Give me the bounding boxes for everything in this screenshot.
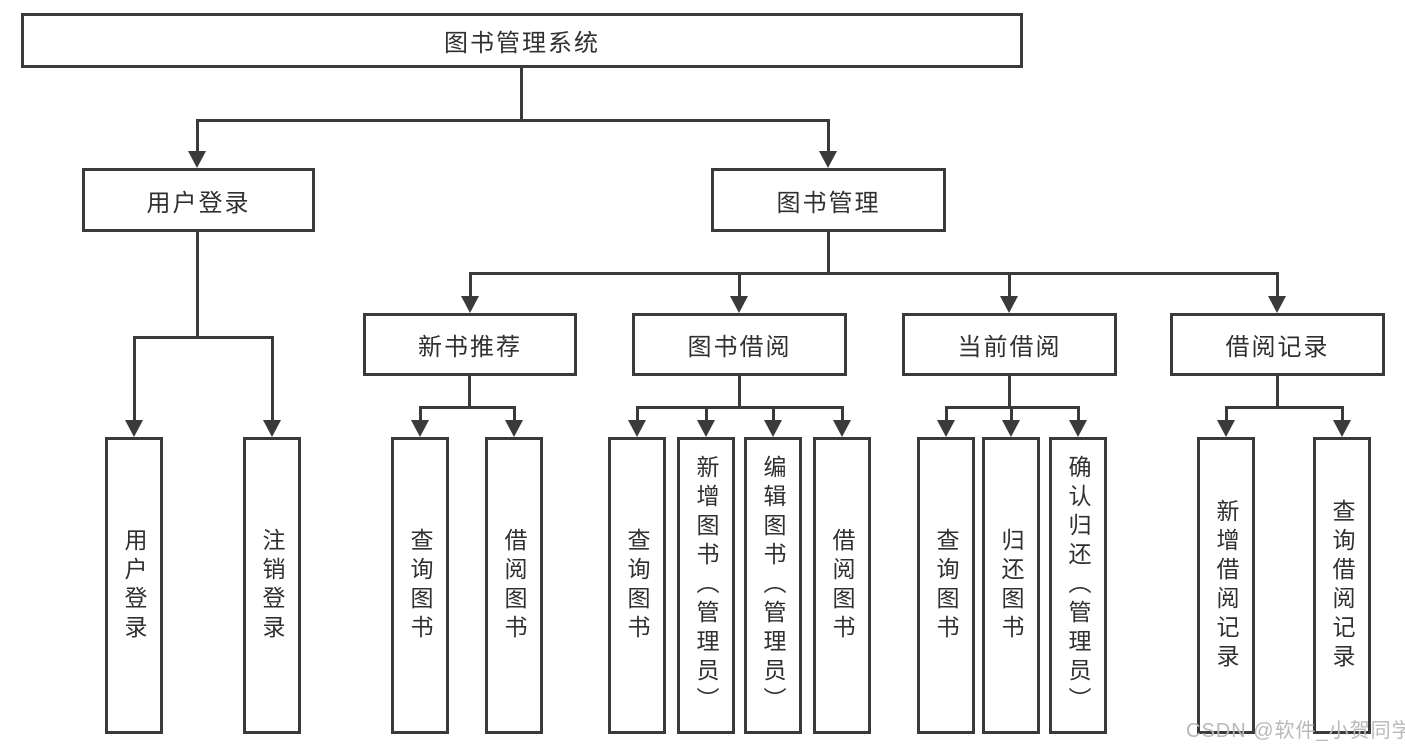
arrowhead-borrow-records [1268, 296, 1286, 313]
leaf-cur-return-books-label: 归还图书 [998, 527, 1024, 644]
node-new-book-recommend: 新书推荐 [363, 313, 577, 376]
node-borrow-records-label: 借阅记录 [1225, 334, 1330, 361]
connector-root-stem [520, 68, 523, 121]
connector-user-stem [196, 232, 199, 339]
arrowhead-leaf-logout [263, 420, 281, 437]
node-book-management-label: 图书管理 [776, 189, 881, 217]
node-user-login: 用户登录 [82, 168, 315, 232]
leaf-bor-add-books-admin: 新增图书（管理员） [677, 437, 735, 734]
leaf-add-borrow-record: 新增借阅记录 [1197, 437, 1255, 734]
connector-drop-current-borrow [1008, 272, 1011, 298]
node-root: 图书管理系统 [21, 13, 1023, 68]
leaf-query-borrow-record-label: 查询借阅记录 [1329, 498, 1355, 673]
leaf-cur-return-books: 归还图书 [982, 437, 1040, 734]
leaf-bor-borrow-books: 借阅图书 [813, 437, 871, 734]
node-current-borrow-label: 当前借阅 [957, 334, 1062, 361]
connector-current-stem [1008, 376, 1011, 409]
connector-drop-rec-borrow [513, 406, 516, 421]
connector-drop-book-management [827, 119, 830, 152]
leaf-rec-borrow-books-label: 借阅图书 [501, 527, 527, 644]
connector-drop-cur-query [945, 406, 948, 421]
arrowhead-book-management [819, 151, 837, 168]
leaf-bor-edit-books-admin-label: 编辑图书（管理员） [760, 455, 786, 716]
node-book-management: 图书管理 [711, 168, 946, 232]
connector-drop-rec-query [419, 406, 422, 421]
leaf-bor-borrow-books-label: 借阅图书 [829, 527, 855, 644]
connector-drop-leaf-user-login [133, 336, 136, 421]
connector-drop-cur-confirm [1077, 406, 1080, 421]
connector-drop-record-query [1341, 406, 1344, 421]
arrowhead-cur-confirm [1069, 420, 1087, 437]
connector-drop-bor-query [636, 406, 639, 421]
connector-records-stem [1276, 376, 1279, 409]
leaf-bor-add-books-admin-label: 新增图书（管理员） [693, 455, 719, 716]
leaf-bor-edit-books-admin: 编辑图书（管理员） [744, 437, 802, 734]
arrowhead-rec-query [411, 420, 429, 437]
arrowhead-leaf-user-login [125, 420, 143, 437]
connector-level3-split [469, 272, 1279, 275]
leaf-cur-confirm-return-admin-label: 确认归还（管理员） [1065, 455, 1091, 716]
leaf-bor-query-books: 查询图书 [608, 437, 666, 734]
leaf-user-login-label: 用户登录 [121, 527, 147, 644]
connector-borrow-stem [738, 376, 741, 409]
arrowhead-record-query [1333, 420, 1351, 437]
leaf-logout-label: 注销登录 [259, 527, 285, 644]
arrowhead-bor-query [628, 420, 646, 437]
node-book-borrow-label: 图书借阅 [687, 334, 792, 361]
connector-drop-user-login [196, 119, 199, 152]
node-borrow-records: 借阅记录 [1170, 313, 1385, 376]
connector-recommend-split [419, 406, 516, 409]
connector-drop-new-book [469, 272, 472, 298]
leaf-query-borrow-record: 查询借阅记录 [1313, 437, 1371, 734]
arrowhead-bor-borrow [833, 420, 851, 437]
csdn-watermark: CSDN @软件_小贺同学 [1186, 720, 1405, 742]
connector-drop-leaf-logout [271, 336, 274, 421]
leaf-rec-query-books: 查询图书 [391, 437, 449, 734]
leaf-rec-query-books-label: 查询图书 [407, 527, 433, 644]
leaf-user-login: 用户登录 [105, 437, 163, 734]
arrowhead-book-borrow [730, 296, 748, 313]
connector-records-split [1225, 406, 1344, 409]
connector-book-stem [827, 232, 830, 275]
leaf-cur-query-books-label: 查询图书 [933, 527, 959, 644]
node-current-borrow: 当前借阅 [902, 313, 1117, 376]
connector-user-split [133, 336, 274, 339]
connector-drop-bor-edit [772, 406, 775, 421]
arrowhead-new-book [461, 296, 479, 313]
node-new-book-recommend-label: 新书推荐 [418, 334, 522, 361]
node-book-borrow: 图书借阅 [632, 313, 847, 376]
leaf-bor-query-books-label: 查询图书 [624, 527, 650, 644]
connector-drop-record-add [1225, 406, 1228, 421]
arrowhead-record-add [1217, 420, 1235, 437]
connector-drop-bor-borrow [841, 406, 844, 421]
arrowhead-bor-edit [764, 420, 782, 437]
arrowhead-cur-return [1002, 420, 1020, 437]
connector-drop-bor-add [705, 406, 708, 421]
leaf-add-borrow-record-label: 新增借阅记录 [1213, 498, 1239, 673]
arrowhead-rec-borrow [505, 420, 523, 437]
connector-drop-book-borrow [738, 272, 741, 298]
connector-drop-borrow-records [1276, 272, 1279, 298]
node-root-label: 图书管理系统 [444, 30, 600, 57]
connector-borrow-split [636, 406, 844, 409]
connector-recommend-stem [468, 376, 471, 409]
arrowhead-current-borrow [1000, 296, 1018, 313]
leaf-logout: 注销登录 [243, 437, 301, 734]
arrowhead-cur-query [937, 420, 955, 437]
leaf-cur-confirm-return-admin: 确认归还（管理员） [1049, 437, 1107, 734]
arrowhead-user-login [188, 151, 206, 168]
node-user-login-label: 用户登录 [146, 189, 251, 217]
connector-drop-cur-return [1010, 406, 1013, 421]
leaf-cur-query-books: 查询图书 [917, 437, 975, 734]
connector-level2-split [196, 119, 830, 122]
leaf-rec-borrow-books: 借阅图书 [485, 437, 543, 734]
arrowhead-bor-add [697, 420, 715, 437]
